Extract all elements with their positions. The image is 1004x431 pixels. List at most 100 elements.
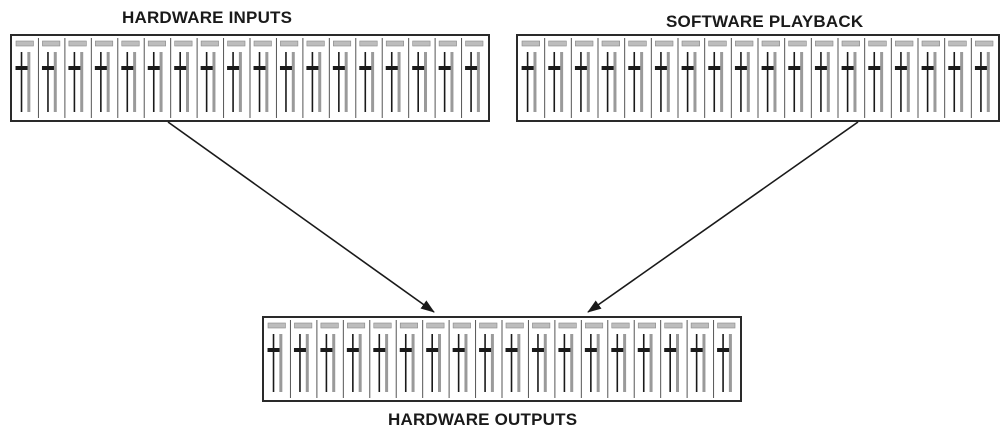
channel-button [655,40,674,47]
channel-button [253,40,272,47]
arrow-playback-to-outputs [587,121,859,313]
channel-button [42,40,61,47]
channel-strip [15,40,34,112]
fader-cap [15,66,28,70]
fader-track [933,52,937,112]
fader-track [358,334,362,392]
channel-strip [223,38,246,118]
channel-strip [302,38,325,118]
fader-cap [465,66,478,70]
fader-track [986,52,990,112]
fader-track [159,52,163,112]
channel-button [306,40,325,47]
channel-strip [704,38,727,118]
fader-track [517,334,521,392]
fader-track [424,52,428,112]
fader-cap [761,66,774,70]
channel-strip [570,38,594,118]
channel-strip [381,38,404,118]
channel-strip [408,38,431,118]
fader-cap [200,66,213,70]
channel-strip [597,38,620,118]
fader-cap [558,348,571,352]
arrow-inputs-to-outputs [167,121,435,313]
hardware-inputs-label: HARDWARE INPUTS [122,8,293,27]
channel-button [628,40,647,47]
channel-button [347,322,366,329]
fader-track [238,52,242,112]
channel-button [841,40,860,47]
channel-button [948,40,967,47]
channel-strip [527,320,551,398]
fader-track [666,52,670,112]
channel-button [601,40,620,47]
fader-cap [452,348,465,352]
fader-cap [174,66,187,70]
channel-button [532,322,551,329]
channel-strip [757,38,780,118]
channel-strip [784,38,807,118]
fader-track [186,52,190,112]
fader-track [133,52,137,112]
channel-strip [686,320,709,398]
fader-track [800,52,804,112]
fader-cap [841,66,854,70]
channel-strip [521,40,540,112]
fader-track [533,52,537,112]
channel-button [895,40,914,47]
fader-track [371,52,375,112]
channel-strip [730,38,754,118]
fader-track [397,52,401,112]
hardware-inputs-mixer [10,34,490,122]
channel-strip [316,320,339,398]
channel-button [438,40,457,47]
fader-cap [690,348,703,352]
channel-button [412,40,431,47]
fader-track [773,52,777,112]
channel-strip [90,38,114,118]
fader-cap [320,348,333,352]
fader-cap [306,66,319,70]
fader-track [702,334,706,392]
fader-track [385,334,389,392]
fader-cap [788,66,801,70]
fader-track [586,52,590,112]
channel-strip [970,38,994,118]
channel-button [227,40,246,47]
fader-cap [521,66,534,70]
channel-button [385,40,404,47]
fader-track [906,52,910,112]
channel-button [452,322,471,329]
fader-track [720,52,724,112]
fader-cap [253,66,266,70]
software-playback-mixer [516,34,1000,122]
channel-button [95,40,114,47]
fader-track [746,52,750,112]
channel-button [280,40,299,47]
channel-button [15,40,34,47]
channel-button [690,322,709,329]
channel-button [399,322,418,329]
channel-button [681,40,700,47]
fader-track [464,334,468,392]
channel-button [735,40,754,47]
fader-cap [41,66,54,70]
fader-cap [574,66,587,70]
fader-cap [664,348,677,352]
fader-track [853,52,857,112]
channel-button [548,40,567,47]
fader-cap [505,348,518,352]
channel-strip [580,320,604,398]
channel-strip [660,320,683,398]
channel-button [320,322,339,329]
channel-button [664,322,683,329]
channel-strip [289,320,313,398]
channel-strip [434,38,457,118]
fader-cap [426,348,439,352]
channel-strip [342,320,366,398]
channel-strip [448,320,471,398]
fader-track [318,52,322,112]
fader-track [640,52,644,112]
fader-track [570,334,574,392]
channel-button [921,40,940,47]
